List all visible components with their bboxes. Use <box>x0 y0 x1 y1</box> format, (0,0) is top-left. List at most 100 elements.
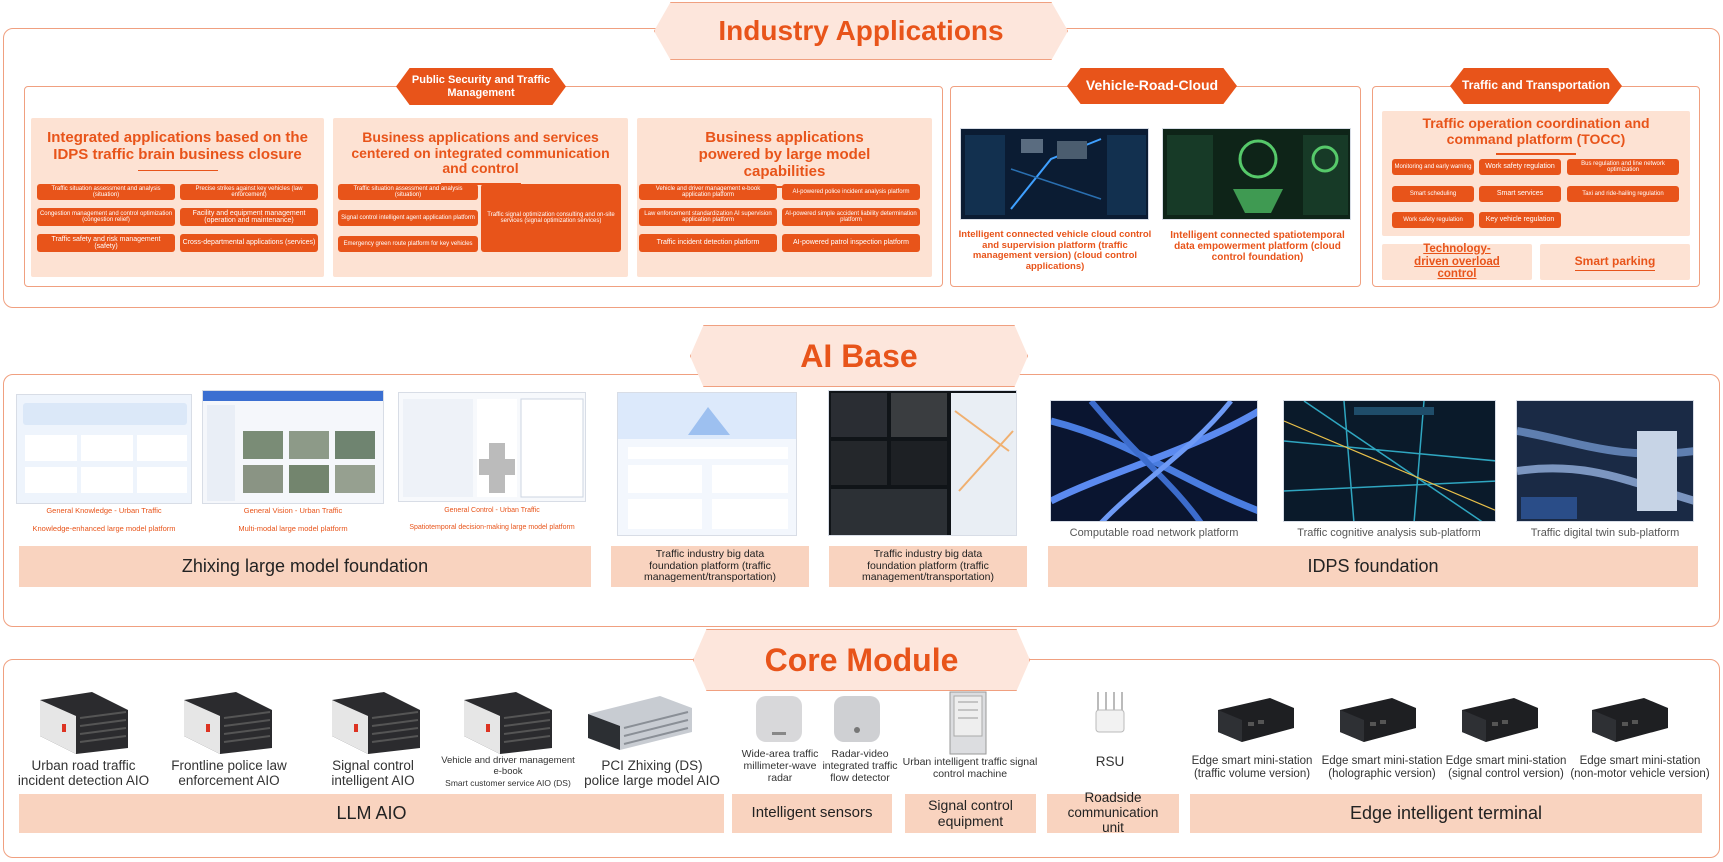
cloud-control-screenshot <box>960 128 1149 220</box>
overload-control-card: Technology-driven overload control <box>1382 243 1532 281</box>
chip: Work safety regulation <box>1479 159 1561 175</box>
chip: Work safety regulation <box>1392 212 1474 228</box>
bigdata-foundation-bar: Traffic industry big data foundation pla… <box>611 546 809 587</box>
idps-caption: Computable road network platform <box>1069 527 1239 539</box>
chip: AI-powered patrol inspection platform <box>782 234 920 252</box>
card-title: Business applications and services cente… <box>333 129 628 185</box>
zhixing-caption: Multi-modal large model platform <box>238 524 348 533</box>
edge-label: Edge smart mini-station (holographic ver… <box>1321 755 1443 780</box>
signal-control-label: Urban intelligent traffic signal control… <box>902 756 1038 780</box>
aio-server-icon <box>40 692 128 754</box>
vrc-caption: Intelligent connected spatiotemporal dat… <box>1170 230 1345 264</box>
zhixing-caption: General Vision - Urban Traffic <box>243 506 343 515</box>
digital-twin-image <box>1517 401 1693 521</box>
road-network-screenshot <box>1050 400 1258 522</box>
ai-base-header: AI Base <box>690 325 1028 387</box>
chip: Signal control intelligent agent applica… <box>338 210 478 226</box>
chip: Emergency green route platform for key v… <box>338 236 478 252</box>
chip: Key vehicle regulation <box>1479 212 1561 228</box>
card-title: Business applications powered by large m… <box>637 129 932 188</box>
core-module-title: Core Module <box>764 641 959 678</box>
idps-caption: Traffic cognitive analysis sub-platform <box>1297 527 1481 539</box>
sensor-label: Radar-video integrated traffic flow dete… <box>822 748 898 784</box>
rsu-device-icon <box>1095 692 1125 733</box>
signal-cabinet-icon <box>949 691 987 755</box>
knowledge-platform-screenshot <box>16 394 192 504</box>
large-model-card: Business applications powered by large m… <box>637 118 932 277</box>
spatiotemporal-screenshot <box>1162 128 1351 220</box>
aio-label: Vehicle and driver management e-book <box>441 755 575 777</box>
aio-label: Signal control intelligent AIO <box>331 758 415 789</box>
city-dashboard-image <box>961 129 1148 219</box>
chip: Smart scheduling <box>1392 186 1474 202</box>
vehicle-road-cloud-pill: Vehicle-Road-Cloud <box>1067 68 1237 104</box>
chip: Bus regulation and line network optimiza… <box>1567 159 1679 175</box>
edge-terminal-bar: Edge intelligent terminal <box>1190 794 1702 833</box>
aio-server-icon <box>184 692 272 754</box>
digital-twin-screenshot <box>1516 400 1694 522</box>
cognitive-analysis-screenshot <box>1283 400 1496 522</box>
industry-applications-header: Industry Applications <box>654 2 1068 60</box>
chip: Vehicle and driver management e-book app… <box>639 184 777 200</box>
edge-station-icon <box>1218 698 1294 742</box>
ui-mockup-image <box>17 395 191 503</box>
aio-label: Urban road traffic incident detection AI… <box>17 758 150 789</box>
zhixing-caption: General Knowledge - Urban Traffic <box>46 506 162 515</box>
smart-parking-card: Smart parking <box>1540 244 1690 280</box>
public-security-pill: Public Security and Traffic Management <box>396 68 566 105</box>
llm-aio-bar: LLM AIO <box>19 794 724 833</box>
chip: Traffic situation assessment and analysi… <box>37 184 175 200</box>
vision-platform-screenshot <box>202 390 384 504</box>
edge-station-icon <box>1592 698 1668 742</box>
chip: Taxi and ride-hailing regulation <box>1567 186 1679 202</box>
video-wall-image <box>829 391 1016 535</box>
chip: Congestion management and control optimi… <box>37 208 175 226</box>
chip: Traffic signal optimization consulting a… <box>481 184 621 252</box>
edge-label: Edge smart mini-station (non-motor vehic… <box>1570 755 1710 780</box>
ui-mockup-image <box>203 391 383 503</box>
bigdata-platform-screenshot-2 <box>828 390 1017 536</box>
idps-foundation-bar: IDPS foundation <box>1048 546 1698 587</box>
edge-station-icon <box>1340 698 1416 742</box>
zhixing-foundation-bar: Zhixing large model foundation <box>19 546 591 587</box>
card-title: Integrated applications based on the IDP… <box>31 129 324 171</box>
idps-closure-card: Integrated applications based on the IDP… <box>31 118 324 277</box>
ui-mockup-image <box>618 393 796 535</box>
chip: Law enforcement standardization AI super… <box>639 208 777 226</box>
intelligent-sensors-bar: Intelligent sensors <box>732 794 892 833</box>
aio-label: Frontline police law enforcement AIO <box>171 758 287 789</box>
chip: Traffic safety and risk management (safe… <box>37 234 175 252</box>
tocc-card: Traffic operation coordination and comma… <box>1382 111 1690 236</box>
zhixing-caption: Spatiotemporal decision-making large mod… <box>409 524 575 531</box>
aio-server-icon <box>464 692 552 754</box>
bigdata-foundation-bar: Traffic industry big data foundation pla… <box>829 546 1027 587</box>
chip: Cross-departmental applications (service… <box>180 234 318 252</box>
rsu-label: RSU <box>1095 754 1125 769</box>
zhixing-caption: General Control - Urban Traffic <box>444 507 540 514</box>
idps-caption: Traffic digital twin sub-platform <box>1530 527 1680 539</box>
interchange-image <box>1051 401 1257 521</box>
chip: Traffic situation assessment and analysi… <box>338 184 478 200</box>
aio-server-icon <box>332 692 420 754</box>
chip: Smart services <box>1479 186 1561 202</box>
chip: Precise strikes against key vehicles (la… <box>180 184 318 200</box>
smart-parking-label: Smart parking <box>1574 254 1656 271</box>
storage-server-icon <box>588 696 692 750</box>
aio-label: Smart customer service AIO (DS) <box>445 778 571 788</box>
chip: Monitoring and early warning <box>1392 159 1474 175</box>
industry-applications-title: Industry Applications <box>718 15 1004 46</box>
chip: AI-powered simple accident liability det… <box>782 208 920 226</box>
vrc-caption: Intelligent connected vehicle cloud cont… <box>958 229 1152 272</box>
city-map-image <box>1284 401 1495 521</box>
core-module-header: Core Module <box>693 629 1030 691</box>
chip: AI-powered police incident analysis plat… <box>782 184 920 200</box>
radar-video-detector-icon <box>834 696 880 742</box>
chip: Traffic incident detection platform <box>639 234 777 252</box>
ui-mockup-image <box>399 393 585 501</box>
control-platform-screenshot <box>398 392 586 502</box>
zhixing-caption: Knowledge-enhanced large model platform <box>32 524 176 533</box>
edge-station-icon <box>1462 698 1538 742</box>
roadside-communication-bar: Roadside communication unit <box>1047 790 1179 835</box>
overload-control-label: Technology-driven overload control <box>1414 243 1500 281</box>
radar-icon <box>756 696 802 742</box>
